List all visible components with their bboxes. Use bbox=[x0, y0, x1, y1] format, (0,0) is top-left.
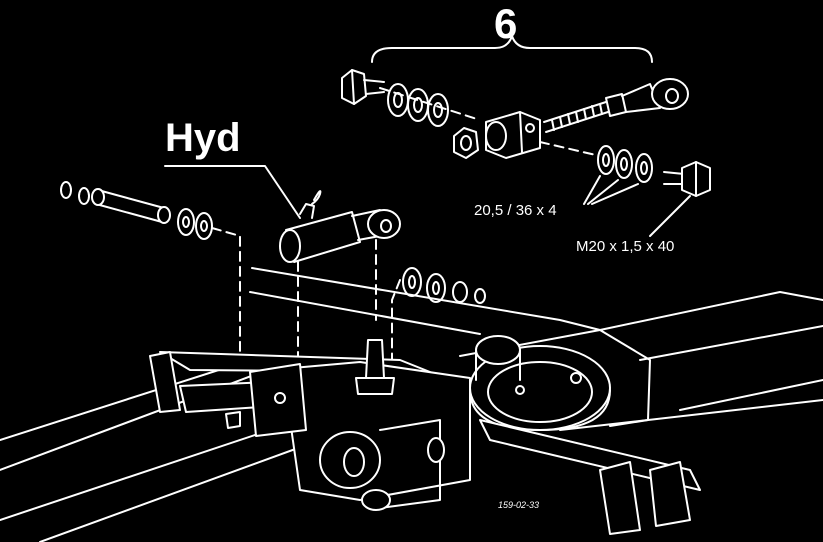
pin-assembly-left bbox=[60, 181, 213, 240]
dash-axis-left bbox=[211, 227, 241, 357]
frame-chassis bbox=[0, 267, 823, 542]
washer-stack-lower bbox=[597, 145, 653, 183]
hyd-label: Hyd bbox=[165, 116, 241, 160]
washer-stack-upper bbox=[387, 83, 449, 127]
group-6-brace bbox=[371, 35, 653, 63]
dash-axis-upper bbox=[379, 87, 601, 157]
bolt-hex-head-upper bbox=[341, 69, 367, 105]
threaded-rod-end bbox=[543, 78, 689, 133]
hex-nut-upper bbox=[453, 127, 479, 159]
dash-axis-hyd bbox=[297, 239, 377, 369]
hydraulic-cylinder bbox=[279, 190, 401, 263]
washer-spec-label: 20,5 / 36 x 4 bbox=[474, 202, 557, 219]
figure-code-label: 159-02-33 bbox=[498, 500, 540, 510]
washer-group-right bbox=[402, 267, 486, 304]
group-number-label: 6 bbox=[494, 0, 518, 47]
bolt-leader-line bbox=[649, 195, 691, 237]
clevis-block bbox=[485, 111, 541, 159]
dash-axis-right bbox=[391, 279, 401, 373]
hyd-leader-line bbox=[164, 165, 301, 219]
bolt-hex-head-lower bbox=[663, 161, 711, 197]
bolt-shank-upper bbox=[363, 79, 385, 95]
bolt-spec-label: M20 x 1,5 x 40 bbox=[576, 238, 675, 255]
washer-leader-lines bbox=[583, 175, 639, 205]
